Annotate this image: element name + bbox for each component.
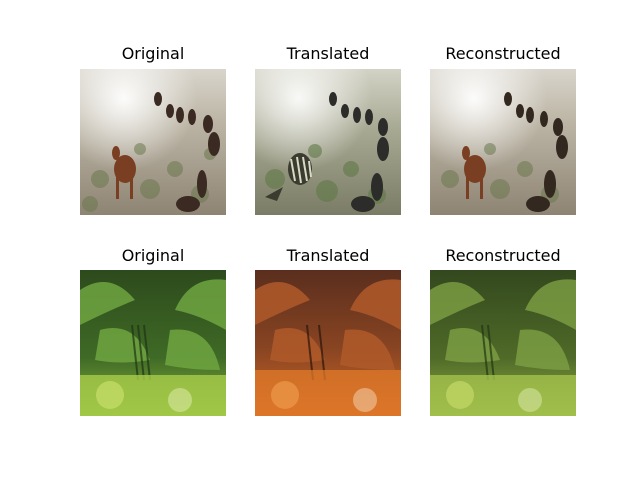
image-original-horses — [80, 69, 226, 215]
panel-title-translated-row2: Translated — [286, 246, 370, 265]
panel-title-reconstructed-row2: Reconstructed — [445, 246, 561, 265]
panel-title-original-row1: Original — [121, 44, 185, 63]
panel-title-original-row2: Original — [121, 246, 185, 265]
image-original-jungle — [80, 270, 226, 416]
image-translated-horses — [255, 69, 401, 215]
panel-title-translated-row1: Translated — [286, 44, 370, 63]
image-reconstructed-horses — [430, 69, 576, 215]
image-translated-jungle — [255, 270, 401, 416]
panel-title-reconstructed-row1: Reconstructed — [445, 44, 561, 63]
image-reconstructed-jungle — [430, 270, 576, 416]
